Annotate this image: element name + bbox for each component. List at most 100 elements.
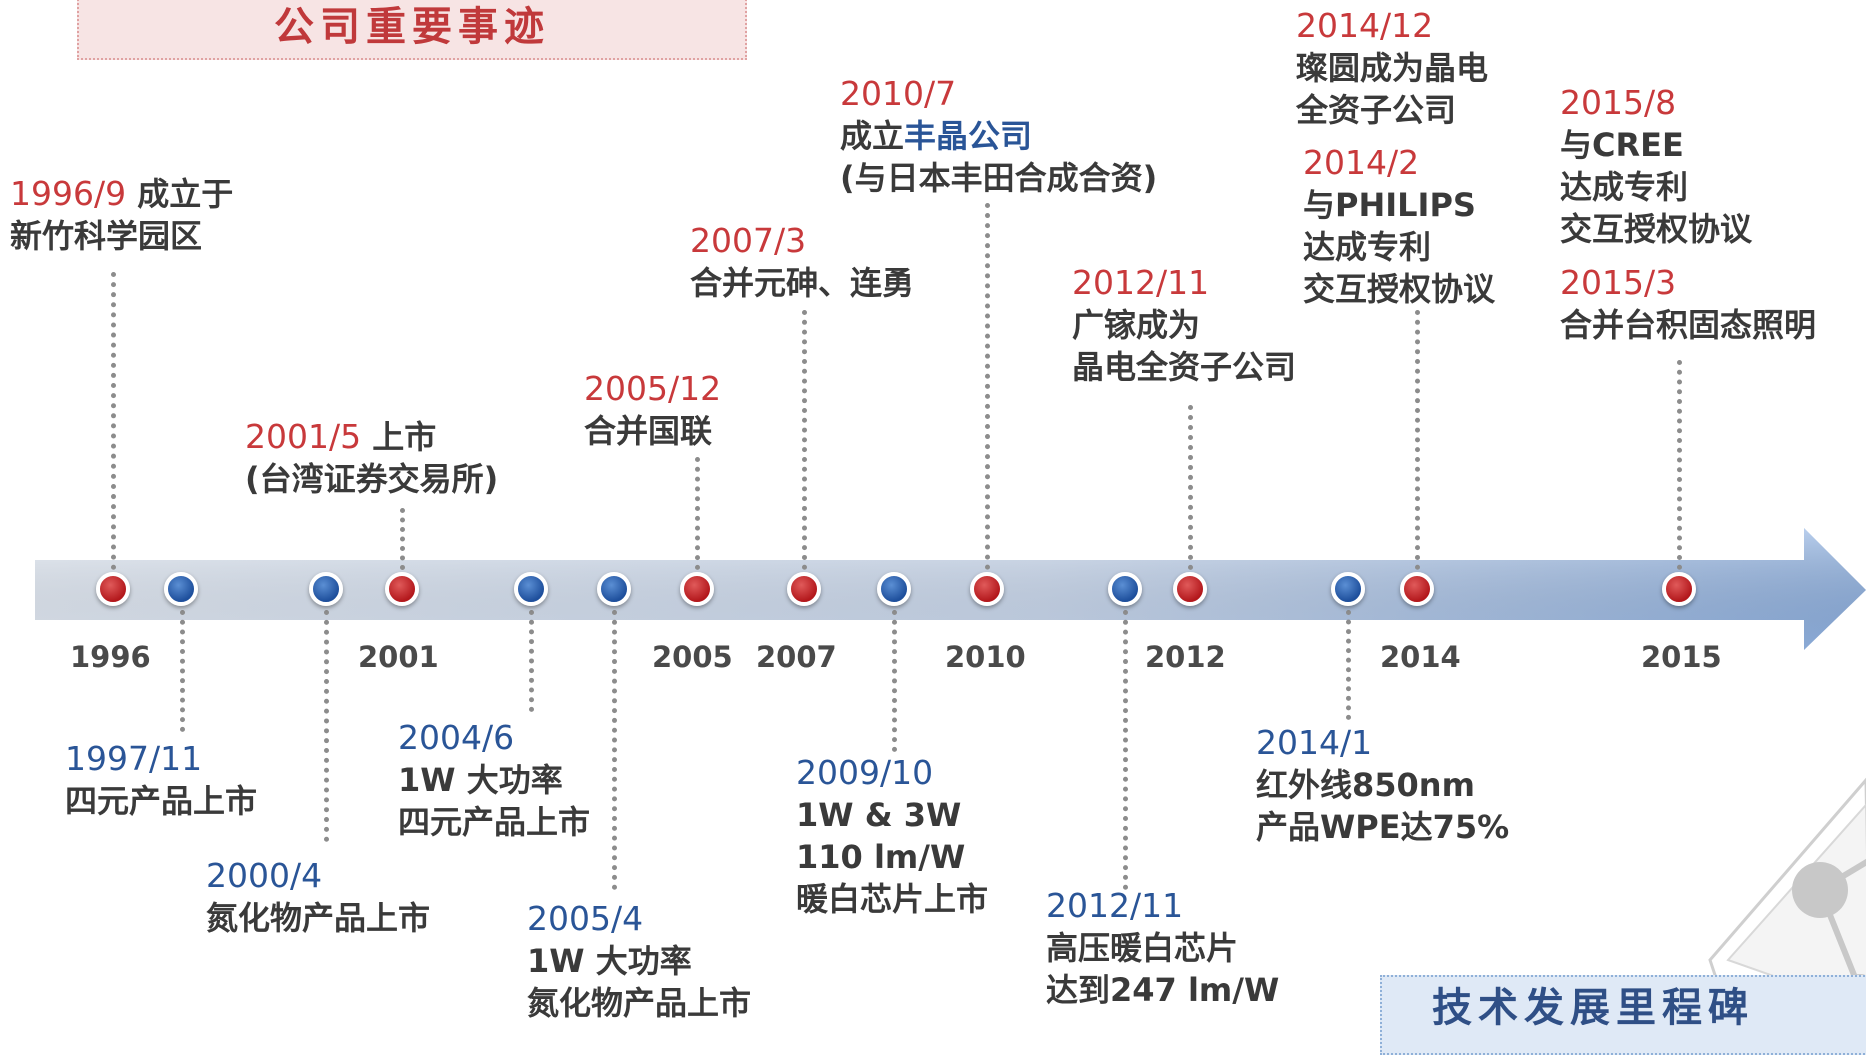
event-2005-12: 2005/12 合并国联 xyxy=(584,368,721,452)
section-banner-title: 技术发展里程碑 xyxy=(1432,985,1754,1031)
page-title: 公司重要事迹 xyxy=(274,4,550,50)
event-dot-tech xyxy=(597,572,631,606)
event-2005-4: 2005/4 1W 大功率 氮化物产品上市 xyxy=(527,898,751,1024)
event-text-highlight: 丰晶公司 xyxy=(904,117,1033,155)
event-text: 红外线850nm xyxy=(1256,766,1475,804)
connector-line xyxy=(1415,310,1420,570)
event-text: 与PHILIPS xyxy=(1303,186,1476,224)
event-dot-tech xyxy=(877,572,911,606)
year-label: 2001 xyxy=(358,640,439,674)
event-date: 2007/3 xyxy=(690,221,807,260)
connector-line xyxy=(111,272,116,570)
event-text: 合并元砷、连勇 xyxy=(690,264,915,302)
event-2014-1: 2014/1 红外线850nm 产品WPE达75% xyxy=(1256,722,1509,848)
event-text: 四元产品上市 xyxy=(398,803,591,841)
connector-line xyxy=(612,610,617,890)
event-text: 与CREE xyxy=(1560,126,1684,164)
event-text: 达到247 lm/W xyxy=(1046,971,1280,1009)
timeline-arrow xyxy=(35,528,1866,650)
year-label: 2014 xyxy=(1380,640,1461,674)
year-label: 2005 xyxy=(652,640,733,674)
connector-line xyxy=(400,508,405,570)
event-text: 达成专利 xyxy=(1560,168,1689,206)
event-2015-3: 2015/3 合并台积固态照明 xyxy=(1560,262,1816,346)
event-date: 2012/11 xyxy=(1072,263,1210,302)
event-text: (与日本丰田合成合资) xyxy=(840,159,1158,197)
event-dot-company xyxy=(385,572,419,606)
event-2000-4: 2000/4 氮化物产品上市 xyxy=(206,855,430,939)
event-dot-company xyxy=(1662,572,1696,606)
event-text: 广镓成为 xyxy=(1072,306,1201,344)
title-box: 公司重要事迹 xyxy=(77,0,747,60)
event-dot-company xyxy=(970,572,1004,606)
event-2015-8: 2015/8 与CREE 达成专利 交互授权协议 xyxy=(1560,82,1752,250)
event-text: 新竹科学园区 xyxy=(10,217,203,255)
event-text: 暖白芯片上市 xyxy=(796,880,989,918)
connector-line xyxy=(529,610,534,712)
event-text: 全资子公司 xyxy=(1296,91,1457,129)
event-text: 璨圆成为晶电 xyxy=(1296,49,1489,87)
event-dot-company xyxy=(1173,572,1207,606)
year-label: 2015 xyxy=(1641,640,1722,674)
event-1996-9: 1996/9 成立于 新竹科学园区 xyxy=(10,173,233,257)
event-date: 2009/10 xyxy=(796,753,934,792)
event-date: 2014/2 xyxy=(1303,143,1420,182)
event-text: 氮化物产品上市 xyxy=(527,984,752,1022)
event-text: 交互授权协议 xyxy=(1560,210,1753,248)
event-text: 1W 大功率 xyxy=(527,942,692,980)
connector-line xyxy=(1123,610,1128,890)
event-date: 2015/8 xyxy=(1560,83,1677,122)
event-date: 2014/12 xyxy=(1296,6,1434,45)
event-text: 晶电全资子公司 xyxy=(1072,348,1297,386)
event-text: 成立 xyxy=(840,117,905,155)
year-label: 2007 xyxy=(756,640,837,674)
event-2014-2: 2014/2 与PHILIPS 达成专利 交互授权协议 xyxy=(1303,142,1495,310)
event-text: 达成专利 xyxy=(1303,228,1432,266)
event-dot-tech xyxy=(514,572,548,606)
connector-line xyxy=(802,310,807,570)
year-label: 2012 xyxy=(1145,640,1226,674)
event-text: 产品WPE达75% xyxy=(1256,808,1510,846)
event-2001-5: 2001/5 上市 (台湾证券交易所) xyxy=(245,416,498,500)
event-text: (台湾证券交易所) xyxy=(245,460,499,498)
event-text: 氮化物产品上市 xyxy=(206,899,431,937)
connector-line xyxy=(985,203,990,570)
event-text: 110 lm/W xyxy=(796,838,966,876)
event-date: 2015/3 xyxy=(1560,263,1677,302)
event-date: 2001/5 xyxy=(245,417,362,456)
event-text: 1W & 3W xyxy=(796,796,962,834)
event-date: 1996/9 xyxy=(10,174,127,213)
event-dot-company xyxy=(1400,572,1434,606)
event-2014-12: 2014/12 璨圆成为晶电 全资子公司 xyxy=(1296,5,1488,131)
event-date: 2014/1 xyxy=(1256,723,1373,762)
event-date: 2004/6 xyxy=(398,718,515,757)
event-1997-11: 1997/11 四元产品上市 xyxy=(65,738,257,822)
section-banner: 技术发展里程碑 xyxy=(1380,975,1866,1055)
connector-line xyxy=(1677,360,1682,570)
event-dot-company xyxy=(96,572,130,606)
connector-line xyxy=(324,610,329,842)
event-2004-6: 2004/6 1W 大功率 四元产品上市 xyxy=(398,717,590,843)
connector-line xyxy=(1188,405,1193,570)
event-date: 2005/12 xyxy=(584,369,722,408)
event-text: 四元产品上市 xyxy=(65,782,258,820)
event-dot-tech xyxy=(1331,572,1365,606)
connector-line xyxy=(1346,610,1351,720)
connector-line xyxy=(180,610,185,732)
event-text: 合并国联 xyxy=(584,412,713,450)
event-2012-11-tech: 2012/11 高压暖白芯片 达到247 lm/W xyxy=(1046,885,1279,1011)
event-text: 高压暖白芯片 xyxy=(1046,929,1239,967)
event-text: 上市 xyxy=(372,418,437,456)
event-dot-tech xyxy=(164,572,198,606)
event-date: 2010/7 xyxy=(840,74,957,113)
year-label: 1996 xyxy=(70,640,151,674)
connector-line xyxy=(892,610,897,752)
connector-line xyxy=(695,457,700,570)
event-2009-10: 2009/10 1W & 3W 110 lm/W 暖白芯片上市 xyxy=(796,752,988,920)
event-2007-3: 2007/3 合并元砷、连勇 xyxy=(690,220,914,304)
event-dot-tech xyxy=(309,572,343,606)
year-label: 2010 xyxy=(945,640,1026,674)
event-text: 交互授权协议 xyxy=(1303,270,1496,308)
event-2012-11: 2012/11 广镓成为 晶电全资子公司 xyxy=(1072,262,1296,388)
event-date: 2005/4 xyxy=(527,899,644,938)
